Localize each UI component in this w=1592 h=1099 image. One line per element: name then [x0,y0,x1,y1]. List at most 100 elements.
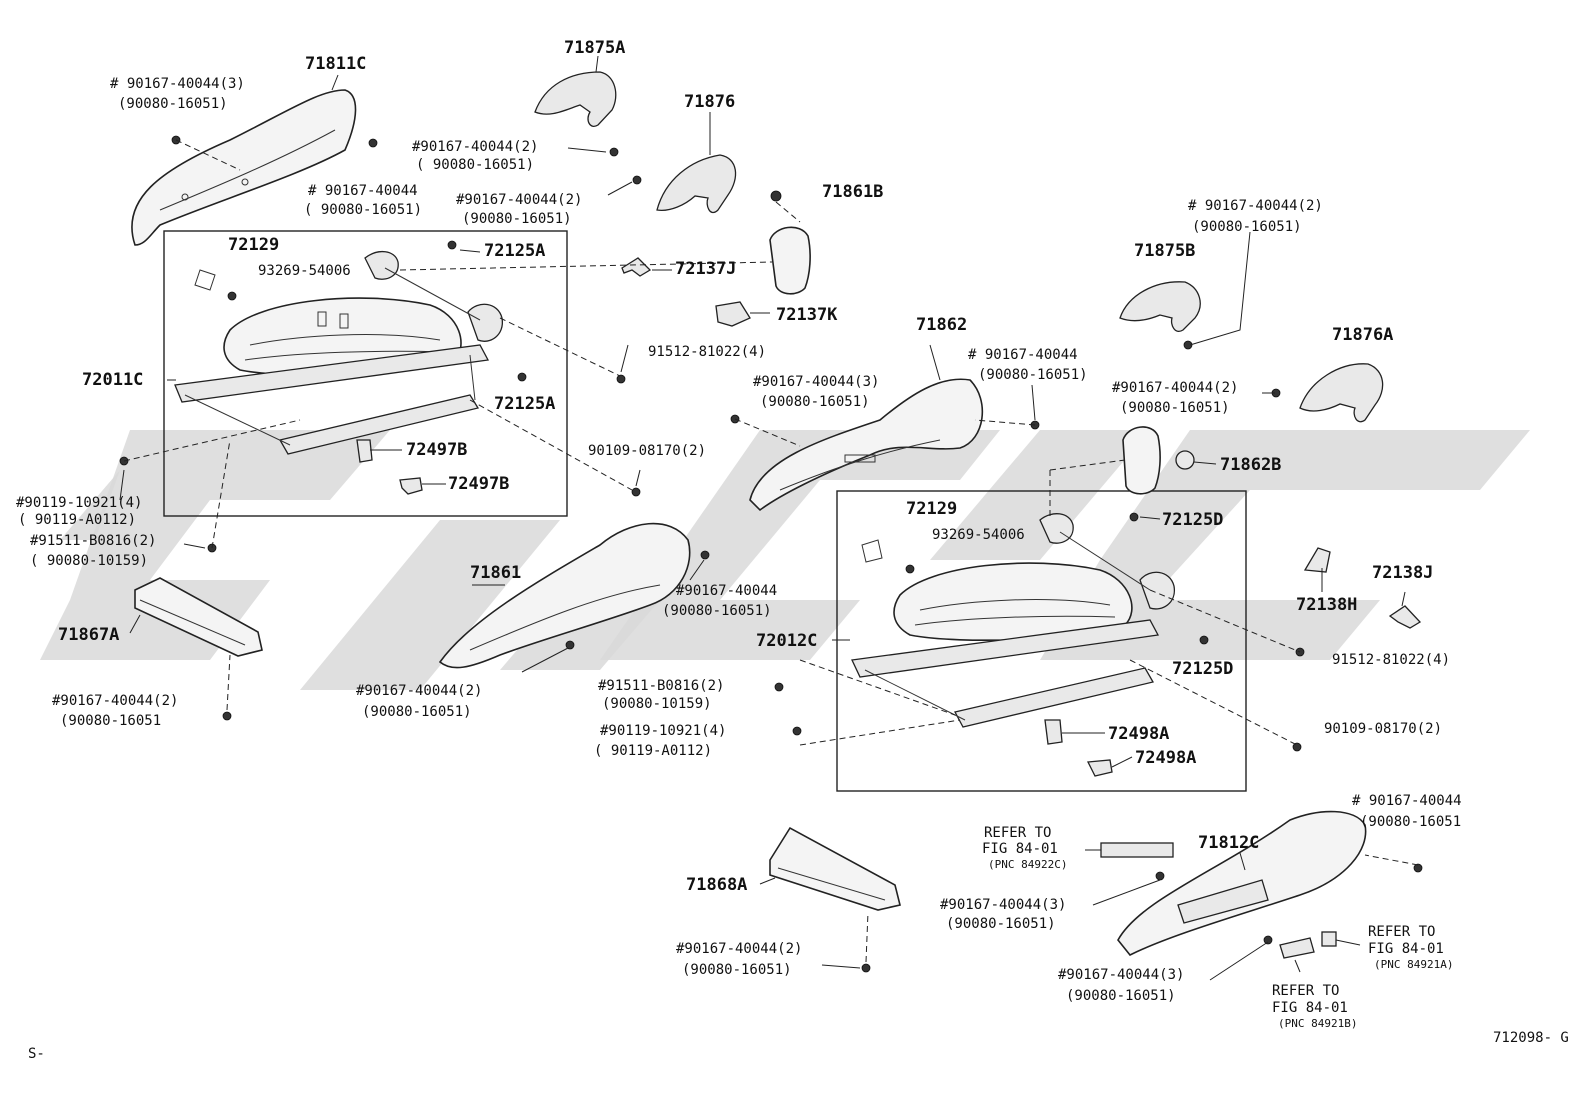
leader-lines [119,55,1419,981]
label-93269-right: 93269-54006 [932,527,1025,543]
label-72012C: 72012C [756,631,817,651]
callout-16-line1: #91511-B0816(2) [598,678,724,694]
callout-15-line2: (90080-16051) [1120,400,1230,416]
callout-3-line2: ( 90080-16051) [304,202,422,218]
part-72011C-seat-track-left [174,251,503,455]
callout-10-line1: #90167-40044 [676,583,777,599]
label-72125A-top: 72125A [484,241,545,261]
part-71868A-rail-cover [769,826,901,911]
part-71862-shield [749,378,984,512]
part-71812C-side-shield [1100,810,1367,959]
label-71811C: 71811C [305,54,366,74]
callout-2-line1: #90167-40044(2) [412,139,538,155]
label-71812C: 71812C [1198,833,1259,853]
label-72011C: 72011C [82,370,143,390]
part-72497B-clip-b [399,477,423,495]
label-72129-left: 72129 [228,235,279,255]
part-71867A-rail-cover [134,577,263,657]
label-93269-left: 93269-54006 [258,263,351,279]
part-labels: 71811C 71875A 71876 71861B 72129 72125A … [58,38,1433,895]
refer-1-line3: (PNC 84922C) [988,858,1067,871]
callout-19: 90109-08170(2) [1324,721,1442,737]
part-72498A-clip-b [1086,759,1113,777]
callout-14-line2: (90080-16051) [1192,219,1302,235]
label-72125D-mid: 72125D [1172,659,1233,679]
refer-3-line3: (PNC 84921B) [1278,1017,1357,1030]
label-72125A-mid: 72125A [494,394,555,414]
part-71875A-cover [534,71,617,127]
part-71861-lower-shield [438,522,691,669]
label-72138H: 72138H [1296,595,1357,615]
callout-21-line1: #90167-40044(3) [940,897,1066,913]
callout-8-line1: #91511-B0816(2) [30,533,156,549]
callout-20-line2: (90080-16051 [1360,814,1461,830]
label-72498A-a: 72498A [1108,724,1169,744]
callout-20-line1: # 90167-40044 [1352,793,1462,809]
callout-2-line2: ( 90080-16051) [416,157,534,173]
part-71876-cover [656,154,737,214]
callout-1-line1: # 90167-40044(3) [110,76,245,92]
label-72497B-a: 72497B [406,440,467,460]
fastener-callouts: # 90167-40044(3) (90080-16051) #90167-40… [16,76,1462,1004]
footer-left-code: S- [28,1046,45,1062]
refer-notes: REFER TO FIG 84-01 (PNC 84922C) REFER TO… [982,825,1453,1030]
label-71861B: 71861B [822,182,883,202]
seat-track-group-box-right [836,490,1247,792]
footer-figure-id: 712098- G [1493,1030,1569,1046]
part-71861B-knob-cap [769,190,811,295]
label-72138J: 72138J [1372,563,1433,583]
seat-track-group-box-left [163,230,568,517]
callout-1-line2: (90080-16051) [118,96,228,112]
part-72137K-clip [715,301,751,327]
label-72137K: 72137K [776,305,838,325]
refer-1-line2: FIG 84-01 [982,841,1058,857]
callout-13-line1: # 90167-40044 [968,347,1078,363]
callout-15-line1: #90167-40044(2) [1112,380,1238,396]
refer-3-line1: REFER TO [1272,983,1339,999]
part-72497B-clip-a [356,439,373,463]
callout-11-line2: (90080-16051) [362,704,472,720]
part-71811C-shield [131,89,357,246]
callout-12-line1: #90167-40044(3) [753,374,879,390]
fastener-bolts [119,135,1423,973]
callout-23-line1: #90167-40044(2) [676,941,802,957]
label-71867A: 71867A [58,625,119,645]
refer-2-line3: (PNC 84921A) [1374,958,1453,971]
part-72138H-clip [1303,547,1331,573]
callout-4-line1: #90167-40044(2) [456,192,582,208]
callout-8-line2: ( 90080-10159) [30,553,148,569]
part-71876A-cover [1299,363,1384,423]
callout-5: 91512-81022(4) [648,344,766,360]
callout-4-line2: (90080-16051) [462,211,572,227]
callout-7-line1: #90119-10921(4) [16,495,142,511]
refer-3-line2: FIG 84-01 [1272,1000,1348,1016]
label-72137J: 72137J [675,259,736,279]
callout-13-line2: (90080-16051) [978,367,1088,383]
callout-11-line1: #90167-40044(2) [356,683,482,699]
part-71862B-knob-cap [1122,426,1195,495]
callout-17-line2: ( 90119-A0112) [594,743,712,759]
label-72497B-b: 72497B [448,474,509,494]
label-72129-right: 72129 [906,499,957,519]
callout-22-line1: #90167-40044(3) [1058,967,1184,983]
callout-10-line2: (90080-16051) [662,603,772,619]
label-72498A-b: 72498A [1135,748,1196,768]
callout-16-line2: (90080-10159) [602,696,712,712]
part-72137J-clip [621,257,652,277]
part-72138J-clip [1388,605,1422,629]
label-71861: 71861 [470,563,521,583]
part-72498A-clip-a [1044,719,1063,745]
callout-17-line1: #90119-10921(4) [600,723,726,739]
label-71875B: 71875B [1134,241,1195,261]
callout-12-line2: (90080-16051) [760,394,870,410]
label-71876A: 71876A [1332,325,1393,345]
refer-1-line1: REFER TO [984,825,1051,841]
part-72012C-seat-track-right [851,513,1175,728]
label-71862: 71862 [916,315,967,335]
refer-2-line2: FIG 84-01 [1368,941,1444,957]
callout-3-line1: # 90167-40044 [308,183,418,199]
callout-7-line2: ( 90119-A0112) [18,512,136,528]
callout-9-line1: #90167-40044(2) [52,693,178,709]
callout-22-line2: (90080-16051) [1066,988,1176,1004]
